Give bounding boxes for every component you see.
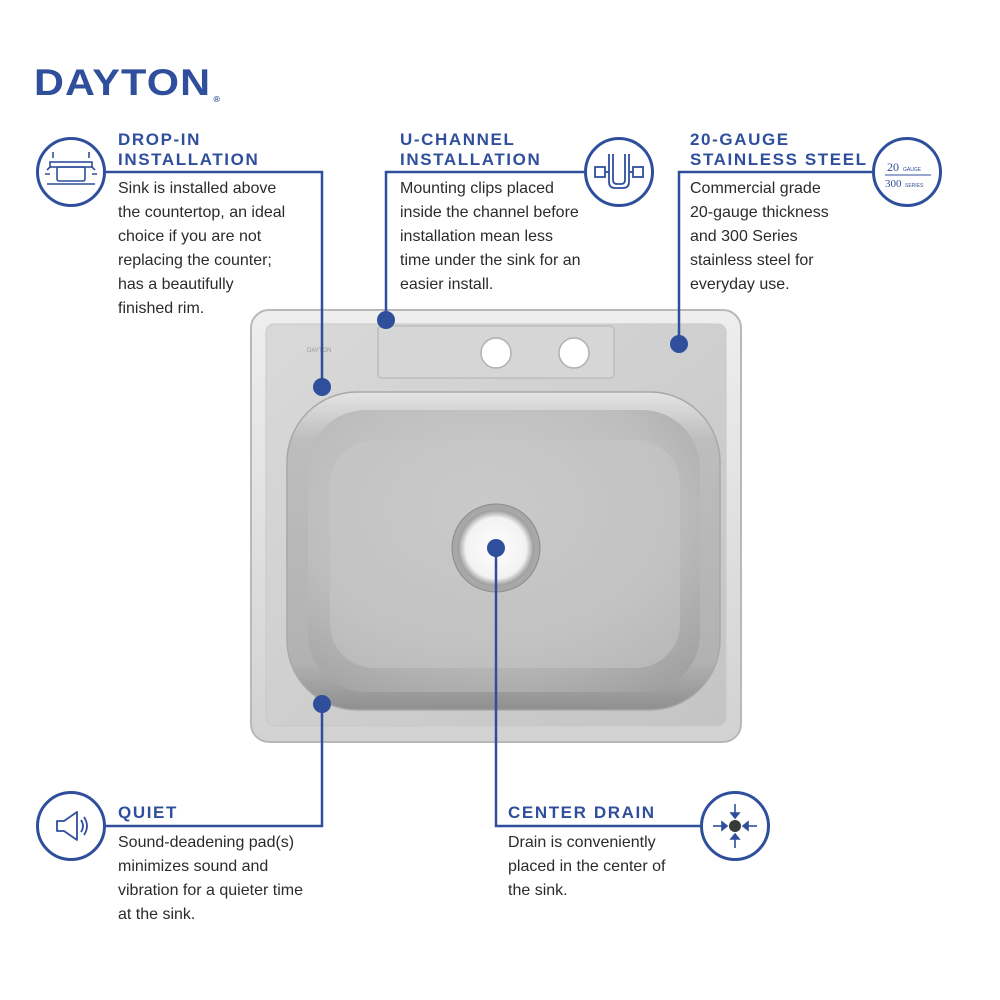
gauge-title: 20-GAUGE STAINLESS STEEL bbox=[690, 130, 868, 170]
dot-gauge bbox=[670, 335, 688, 353]
gauge-description: Commercial grade 20-gauge thickness and … bbox=[690, 177, 829, 297]
callout-dots bbox=[313, 311, 688, 713]
center-drain-line: Drain is conveniently bbox=[508, 834, 656, 851]
brand-name: DAYTON bbox=[34, 62, 212, 103]
gauge-title-line1: 20-GAUGE bbox=[690, 130, 790, 149]
center-drain-description: Drain is conveniently placed in the cent… bbox=[508, 831, 665, 903]
drop-in-line: Sink is installed above bbox=[118, 180, 277, 197]
gauge-line: Commercial grade bbox=[690, 180, 821, 197]
u-channel-line: Mounting clips placed bbox=[400, 180, 554, 197]
quiet-line: vibration for a quieter time bbox=[118, 882, 303, 899]
drop-in-sink-icon bbox=[36, 137, 106, 207]
leader-line-u-channel bbox=[384, 170, 590, 320]
drop-in-title-line2: INSTALLATION bbox=[118, 150, 260, 169]
center-drain-title: CENTER DRAIN bbox=[508, 803, 656, 822]
drop-in-description: Sink is installed above the countertop, … bbox=[118, 177, 285, 321]
u-channel-line: inside the channel before bbox=[400, 204, 579, 221]
leader-line-drop-in bbox=[100, 170, 324, 386]
gauge-word: GAUGE bbox=[903, 167, 922, 173]
leader-lines bbox=[100, 170, 872, 828]
gauge-number: 20 bbox=[887, 160, 899, 174]
gauge-line: everyday use. bbox=[690, 276, 790, 293]
dot-drop-in bbox=[313, 378, 331, 396]
quiet-line: minimizes sound and bbox=[118, 858, 269, 875]
u-channel-title: U-CHANNEL INSTALLATION bbox=[400, 130, 541, 170]
dot-quiet bbox=[313, 695, 331, 713]
quiet-line: at the sink. bbox=[118, 906, 196, 923]
dot-center-drain bbox=[487, 539, 505, 557]
gauge-badge-icon: 20 GAUGE 300 SERIES bbox=[872, 137, 942, 207]
leader-line-gauge bbox=[677, 170, 872, 344]
quiet-line: Sound-deadening pad(s) bbox=[118, 834, 295, 851]
brand-logo: DAYTON® bbox=[34, 62, 221, 104]
drain-arrows-icon bbox=[700, 791, 770, 861]
gauge-line: stainless steel for bbox=[690, 252, 814, 269]
gauge-line: 20-gauge thickness bbox=[690, 204, 829, 221]
u-channel-description: Mounting clips placed inside the channel… bbox=[400, 177, 581, 297]
drop-in-line: replacing the counter; bbox=[118, 252, 272, 269]
u-channel-title-line1: U-CHANNEL bbox=[400, 130, 516, 149]
u-channel-title-line2: INSTALLATION bbox=[400, 150, 542, 169]
series-number: 300 bbox=[885, 178, 902, 190]
u-channel-line: easier install. bbox=[400, 276, 494, 293]
center-drain-line: the sink. bbox=[508, 882, 568, 899]
u-channel-clip-icon bbox=[584, 137, 654, 207]
quiet-description: Sound-deadening pad(s) minimizes sound a… bbox=[118, 831, 303, 927]
quiet-title: QUIET bbox=[118, 803, 178, 822]
leader-line-quiet bbox=[100, 704, 324, 828]
drop-in-title: DROP-IN INSTALLATION bbox=[118, 130, 259, 170]
dot-u-channel bbox=[377, 311, 395, 329]
drop-in-line: choice if you are not bbox=[118, 228, 262, 245]
gauge-line: and 300 Series bbox=[690, 228, 798, 245]
gauge-title-line2: STAINLESS STEEL bbox=[690, 150, 868, 169]
drop-in-line: finished rim. bbox=[118, 300, 205, 317]
u-channel-line: installation mean less bbox=[400, 228, 553, 245]
speaker-icon bbox=[36, 791, 106, 861]
deck-brand-label: DAYTON bbox=[307, 348, 331, 354]
registered-mark: ® bbox=[213, 95, 222, 104]
u-channel-line: time under the sink for an bbox=[400, 252, 581, 269]
faucet-hole-right bbox=[558, 337, 590, 369]
drop-in-title-line1: DROP-IN bbox=[118, 130, 201, 149]
leader-line-center-drain bbox=[494, 548, 700, 828]
center-drain-line: placed in the center of bbox=[508, 858, 666, 875]
drop-in-line: the countertop, an ideal bbox=[118, 204, 286, 221]
series-word: SERIES bbox=[905, 183, 924, 189]
drop-in-line: has a beautifully bbox=[118, 276, 234, 293]
faucet-hole-left bbox=[480, 337, 512, 369]
